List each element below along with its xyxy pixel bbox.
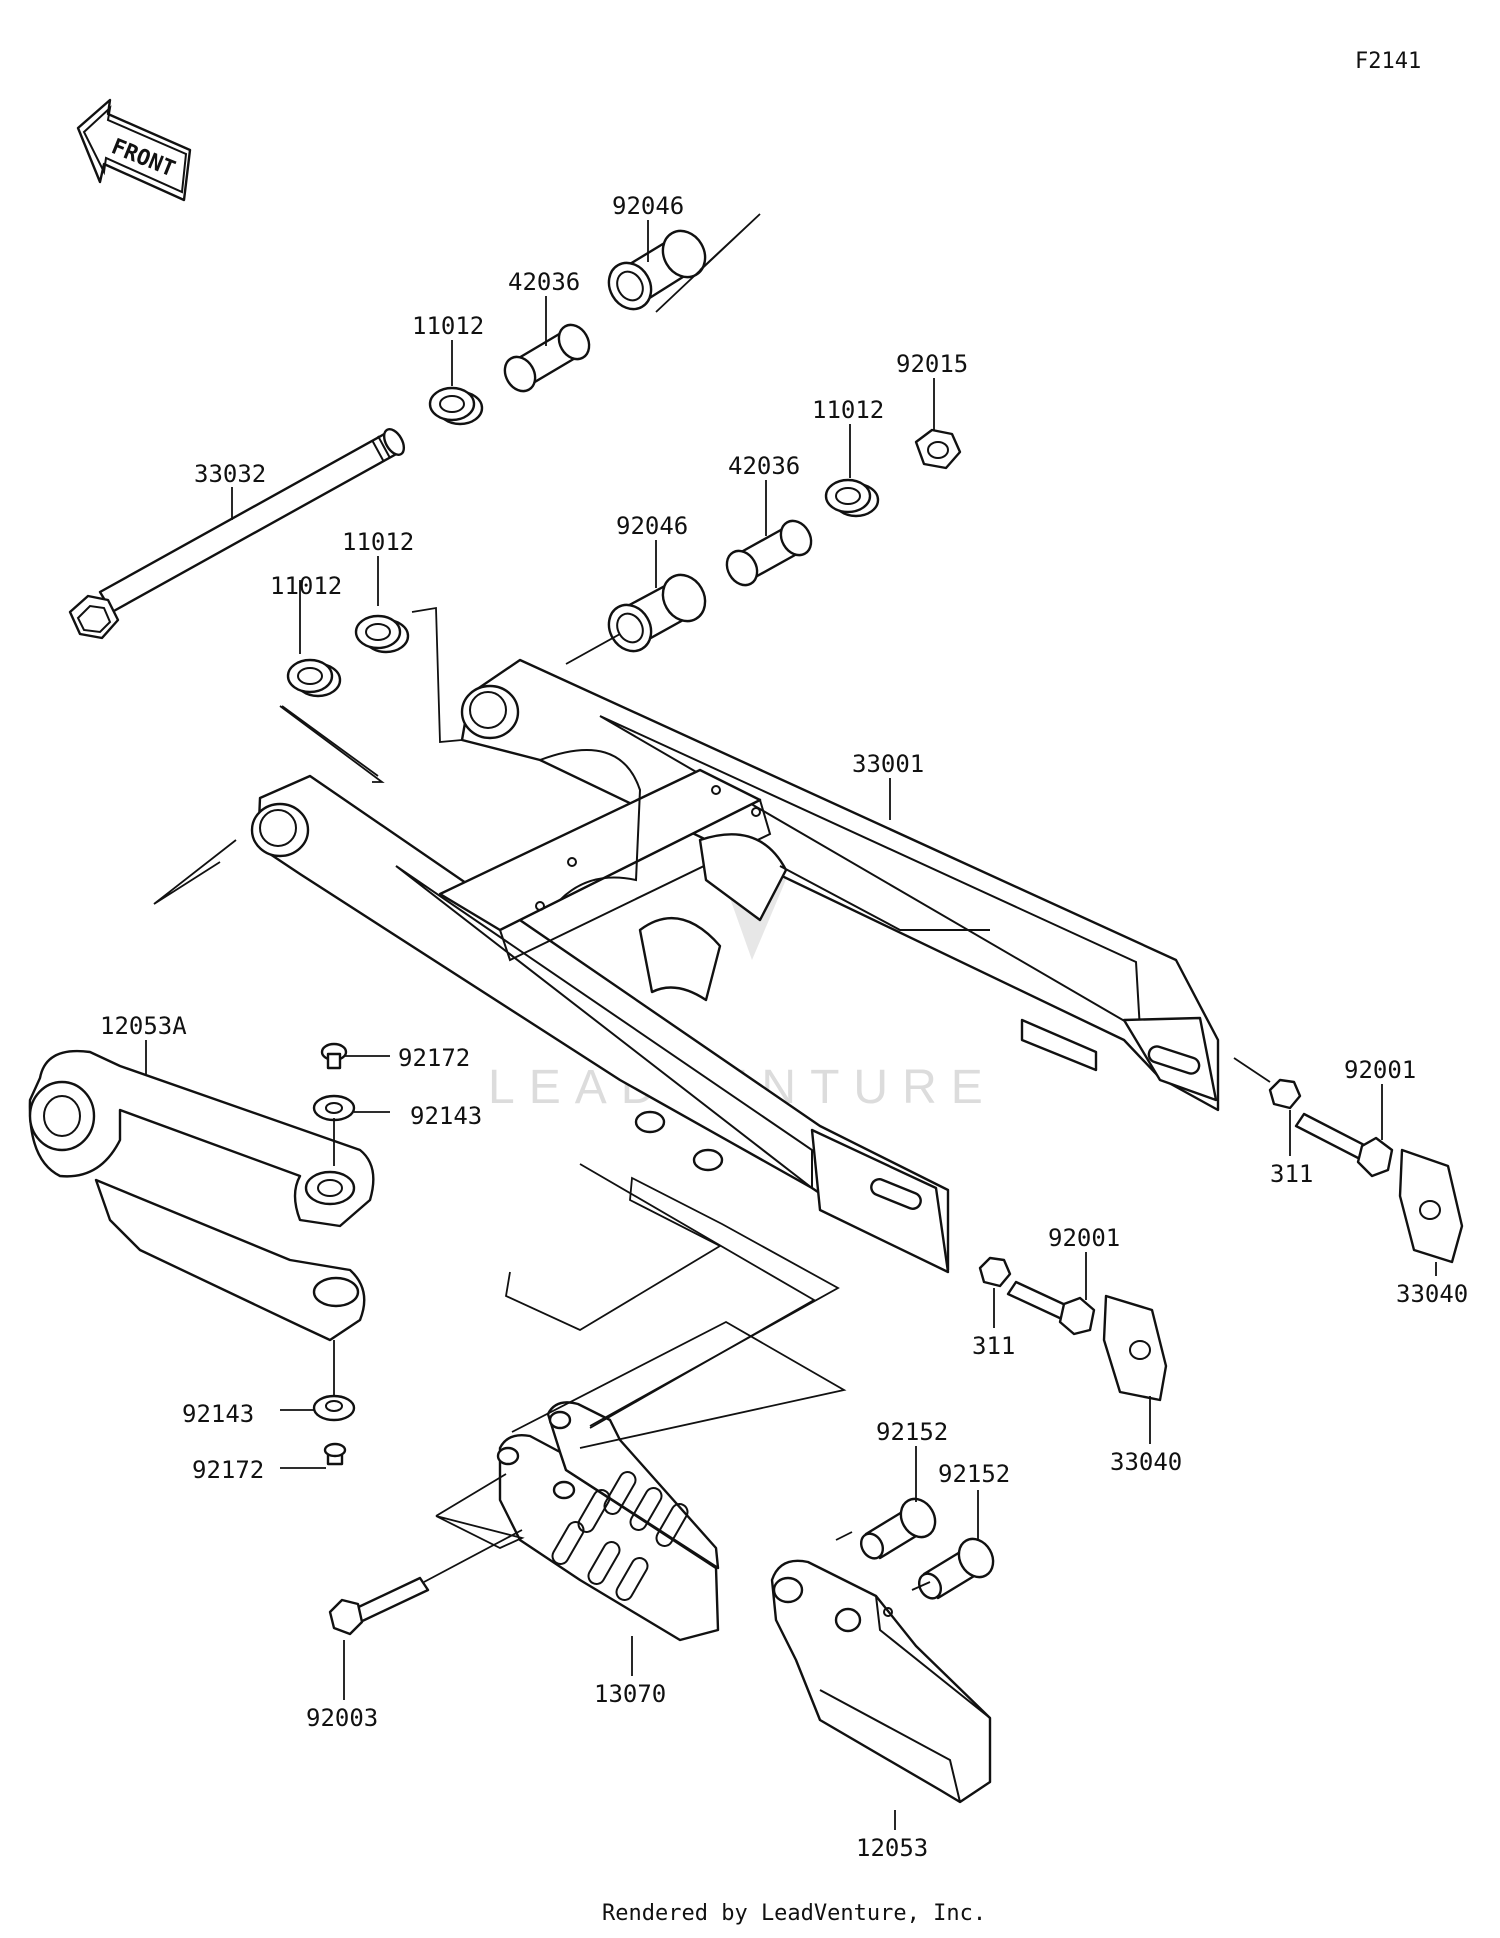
collar-92152-lower <box>917 1537 995 1600</box>
callout-11012: 11012 <box>812 396 884 424</box>
callout-33040: 33040 <box>1396 1280 1468 1308</box>
callout-11012: 11012 <box>270 572 342 600</box>
collar-92152-upper <box>859 1497 937 1560</box>
screw-92172-lower <box>323 1442 347 1466</box>
pivot-shaft-33032 <box>68 428 406 640</box>
washer-92143-lower <box>312 1394 356 1422</box>
bearing-92046-mid <box>607 573 707 653</box>
callout-92152: 92152 <box>876 1418 948 1446</box>
callout-labels: 33032 11012 42036 92046 92015 11012 4203… <box>100 192 1468 1862</box>
callout-11012: 11012 <box>342 528 414 556</box>
screw-92172-upper <box>320 1042 348 1070</box>
adjuster-block-33040-left <box>1102 1294 1168 1402</box>
bolt-92001-right <box>1294 1112 1394 1178</box>
seal-11012-left-lower <box>286 658 342 698</box>
callout-92143: 92143 <box>410 1102 482 1130</box>
washer-92143-upper <box>312 1094 356 1122</box>
collar-42036-upper <box>503 323 591 393</box>
chain-slider-12053 <box>770 1559 992 1804</box>
callout-12053A: 12053A <box>100 1012 187 1040</box>
callout-33032: 33032 <box>194 460 266 488</box>
callout-42036: 42036 <box>728 452 800 480</box>
leader-lines <box>145 213 1437 1830</box>
seal-11012-left-upper <box>354 614 410 654</box>
collar-42036-mid <box>725 519 813 587</box>
figure-code: F2141 <box>1355 49 1421 74</box>
bolt-92001-left <box>1006 1280 1096 1336</box>
callout-92143: 92143 <box>182 1400 254 1428</box>
callout-92003: 92003 <box>306 1704 378 1732</box>
callout-92172: 92172 <box>398 1044 470 1072</box>
front-arrow-icon: FRONT <box>76 98 192 202</box>
chain-slider-12053A <box>28 1049 375 1342</box>
callout-42036: 42036 <box>508 268 580 296</box>
callout-12053: 12053 <box>856 1834 928 1862</box>
callout-311: 311 <box>1270 1160 1313 1188</box>
callout-92046: 92046 <box>612 192 684 220</box>
callout-33001: 33001 <box>852 750 924 778</box>
callout-92015: 92015 <box>896 350 968 378</box>
callout-92001: 92001 <box>1048 1224 1120 1252</box>
callout-33040: 33040 <box>1110 1448 1182 1476</box>
nut-311-right <box>1268 1078 1302 1110</box>
callout-311: 311 <box>972 1332 1015 1360</box>
swingarm-33001 <box>250 658 1220 1274</box>
callout-92046: 92046 <box>616 512 688 540</box>
footer-credit: Rendered by LeadVenture, Inc. <box>602 1901 986 1926</box>
callout-92001: 92001 <box>1344 1056 1416 1084</box>
chain-guide-13070 <box>496 1401 720 1642</box>
seal-11012-mid <box>824 478 880 518</box>
adjuster-block-33040-right <box>1398 1148 1464 1264</box>
nut-92015 <box>914 428 962 470</box>
bearing-92046-upper <box>607 229 707 311</box>
bolt-92003 <box>328 1576 430 1636</box>
callout-13070: 13070 <box>594 1680 666 1708</box>
nut-311-left <box>978 1256 1012 1288</box>
callout-92152: 92152 <box>938 1460 1010 1488</box>
callout-11012: 11012 <box>412 312 484 340</box>
seal-11012-upper <box>428 386 484 426</box>
callout-92172: 92172 <box>192 1456 264 1484</box>
